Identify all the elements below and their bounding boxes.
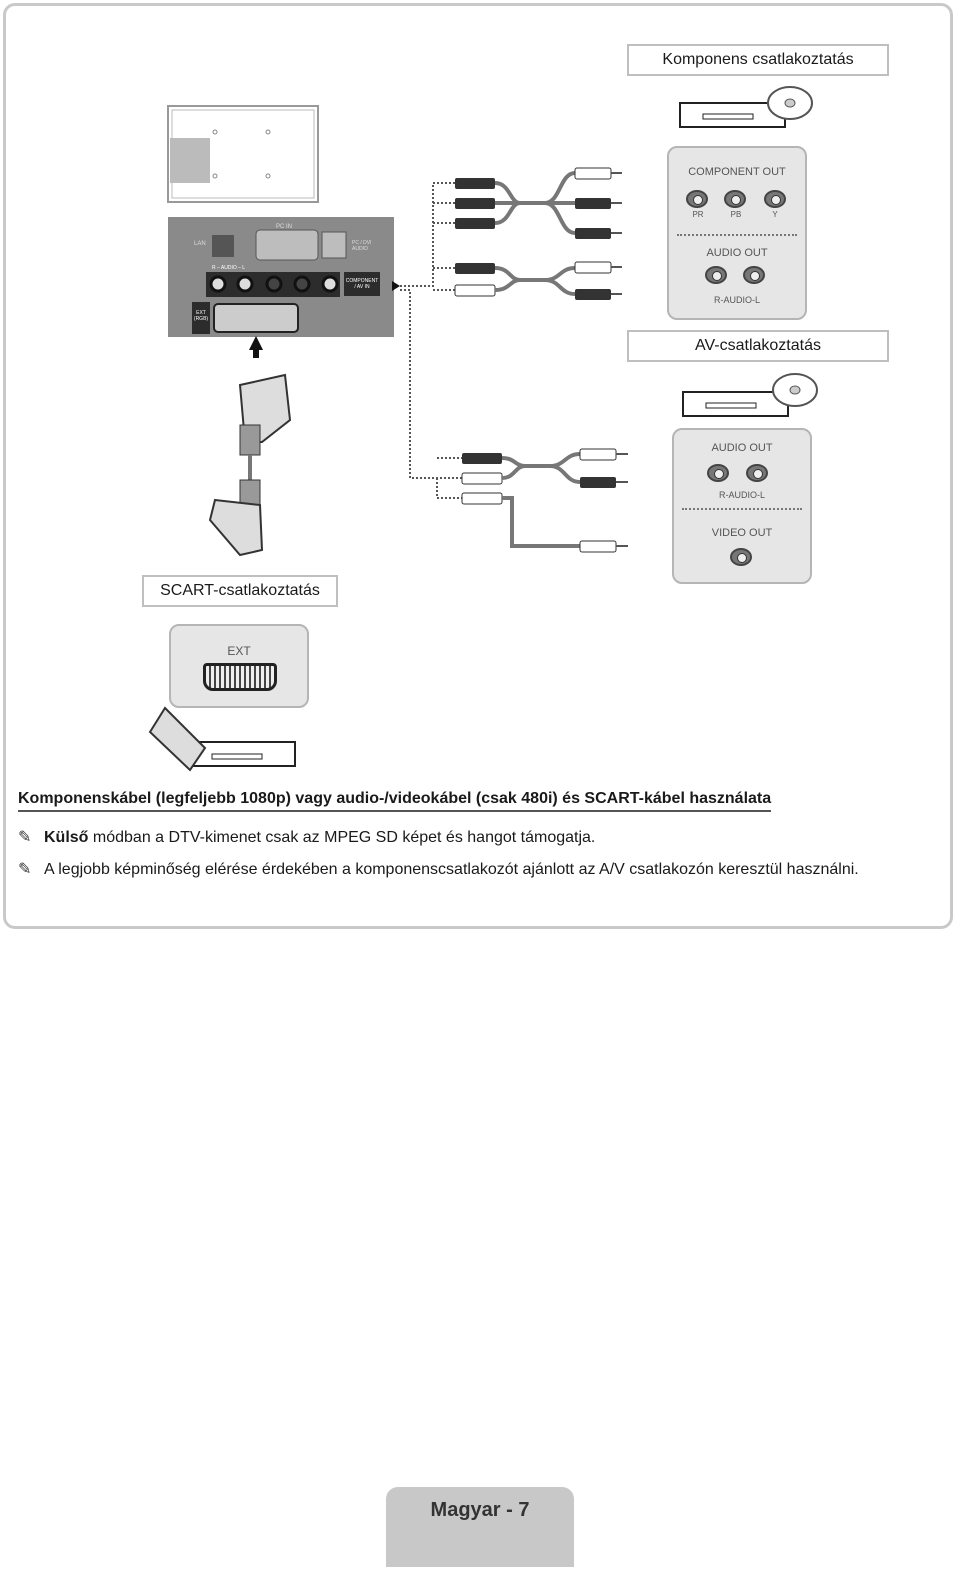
scart-ext-panel: EXT (169, 624, 309, 708)
scart-label: SCART-csatlakoztatás (142, 575, 338, 607)
av-out-panel: AUDIO OUT R-AUDIO-L VIDEO OUT (672, 428, 812, 584)
jack-audio-l (743, 266, 765, 284)
jack-label-y: Y (772, 210, 778, 219)
page-number-tab: Magyar - 7 (386, 1487, 574, 1567)
page-frame (3, 3, 953, 929)
av-jack-video (730, 548, 752, 566)
pencil-icon: ✎ (18, 829, 32, 846)
component-audio-out-title: AUDIO OUT (706, 247, 768, 259)
av-video-out-title: VIDEO OUT (711, 527, 773, 539)
note-1-bold: Külső (44, 829, 89, 846)
scart-connector-icon (203, 663, 277, 691)
component-label: Komponens csatlakoztatás (627, 44, 889, 76)
tv-audio-label: R – AUDIO – L (212, 265, 246, 271)
av-audio-sub: R-AUDIO-L (718, 490, 765, 500)
jack-label-pb: PB (730, 210, 742, 219)
jack-label-pr: PR (692, 210, 704, 219)
component-out-panel: COMPONENT OUT PR PB Y AUDIO OUT R-AUDIO-… (667, 146, 807, 320)
jack-audio-r (705, 266, 727, 284)
component-audio-sub: R-AUDIO-L (713, 295, 760, 305)
connection-diagram (148, 86, 818, 772)
av-jack-audio-r (707, 464, 729, 482)
page-heading: Komponenskábel (legfeljebb 1080p) vagy a… (18, 790, 772, 812)
pencil-icon: ✎ (18, 861, 32, 878)
component-out-title: COMPONENT OUT (688, 166, 786, 178)
jack-y (764, 190, 786, 208)
note-2-text: A legjobb képminőség elérése érdekében a… (44, 861, 859, 878)
av-audio-out-title: AUDIO OUT (711, 442, 773, 454)
note-2: ✎ A legjobb képminőség elérése érdekében … (18, 859, 859, 879)
scart-ext-title: EXT (227, 644, 251, 658)
divider (682, 508, 802, 510)
tv-ext-rgb-label: EXT (RGB) (193, 310, 209, 322)
tv-component-av-in-label: COMPONENT / AV IN (345, 278, 379, 290)
tv-lan-label: LAN (194, 241, 206, 247)
note-1: ✎ Külső módban a DTV-kimenet csak az MPEG… (18, 827, 595, 847)
jack-pr (686, 190, 708, 208)
jack-pb (724, 190, 746, 208)
note-1-text: módban a DTV-kimenet csak az MPEG SD kép… (88, 829, 596, 846)
tv-pc-in-label: PC IN (276, 224, 293, 230)
page-number: Magyar - 7 (430, 1499, 530, 1521)
av-label: AV-csatlakoztatás (627, 330, 889, 362)
tv-pc-dvi-audio-label: PC / DVI AUDIO (352, 240, 372, 252)
divider (677, 234, 797, 236)
av-jack-audio-l (746, 464, 768, 482)
